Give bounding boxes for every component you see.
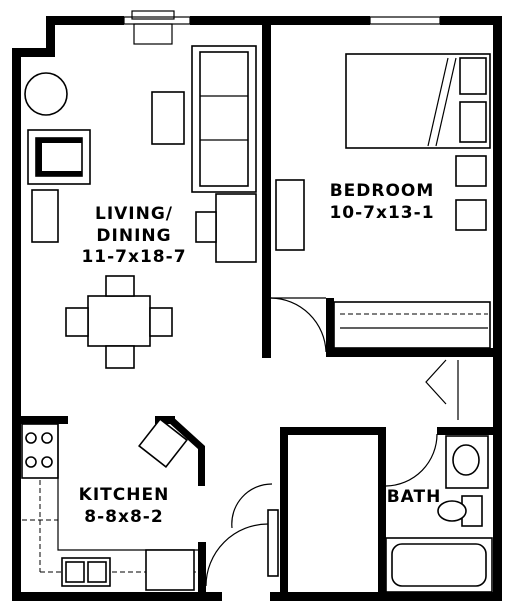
bedroom-desk bbox=[275, 179, 305, 251]
windows bbox=[123, 10, 441, 45]
kitchen-label: KITCHEN bbox=[79, 485, 170, 505]
bedroom-label: BEDROOM bbox=[330, 181, 435, 201]
room-labels: LIVING/ DINING 11-7x18-7 BEDROOM 10-7x13… bbox=[79, 181, 442, 527]
interior-walls bbox=[12, 24, 502, 597]
armchair bbox=[27, 129, 91, 185]
kitchen-fixtures bbox=[21, 418, 198, 591]
round-table bbox=[24, 72, 68, 116]
burner-icon bbox=[41, 432, 53, 444]
doors bbox=[205, 297, 459, 587]
dishwasher bbox=[145, 549, 195, 591]
coffee-table bbox=[151, 91, 185, 145]
burner-icon bbox=[41, 456, 53, 468]
bathtub bbox=[385, 537, 493, 593]
bath-label: BATH bbox=[387, 487, 442, 507]
kitchen-size: 8-8x8-2 bbox=[84, 507, 163, 527]
burner-icon bbox=[25, 456, 37, 468]
desk bbox=[195, 193, 257, 263]
sofa bbox=[191, 45, 257, 193]
living-furniture bbox=[24, 45, 257, 369]
burner-icon bbox=[25, 432, 37, 444]
dresser bbox=[455, 199, 487, 231]
bedroom-size: 10-7x13-1 bbox=[329, 203, 434, 223]
living-dining-label: LIVING/ bbox=[95, 204, 173, 224]
toilet bbox=[437, 495, 483, 527]
living-dining-size: 11-7x18-7 bbox=[81, 247, 186, 267]
dining-set bbox=[65, 275, 173, 369]
nightstand bbox=[455, 155, 487, 187]
bedroom-furniture bbox=[275, 53, 491, 349]
lavatory bbox=[452, 444, 480, 476]
side-table bbox=[31, 189, 59, 243]
closet bbox=[333, 301, 491, 349]
refrigerator bbox=[138, 418, 188, 468]
bed bbox=[345, 53, 491, 149]
sink bbox=[61, 557, 111, 587]
bath-fixtures bbox=[385, 435, 493, 593]
range bbox=[21, 423, 59, 479]
living-dining-label-line2: DINING bbox=[96, 226, 171, 246]
